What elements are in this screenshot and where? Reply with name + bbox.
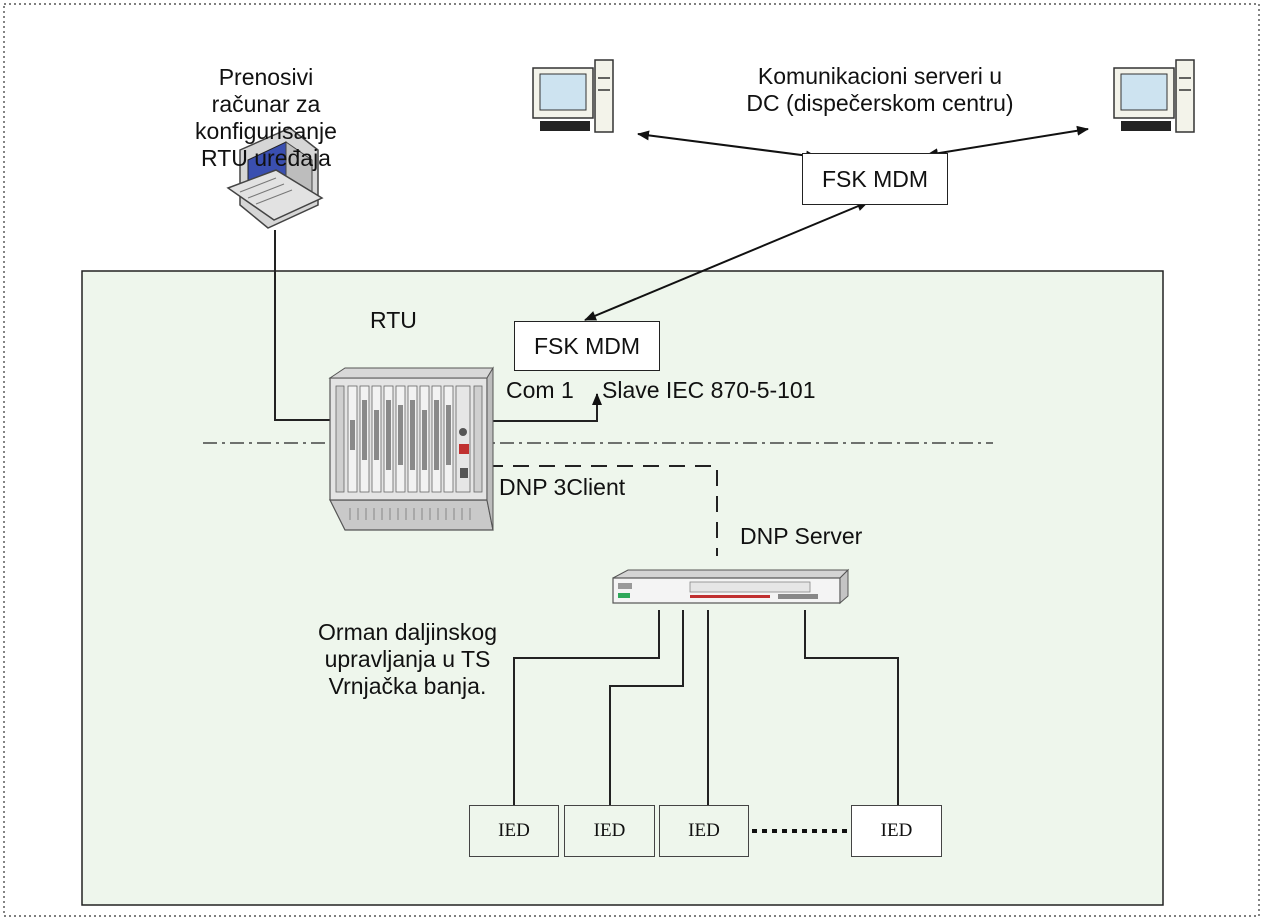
ied-line-1 <box>513 610 660 805</box>
outer-frame <box>3 3 1260 917</box>
servers-label: Komunikacioni serveri u DC (dispečerskom… <box>746 63 1014 116</box>
laptop-computer-icon <box>226 127 324 229</box>
rtu-com1-line <box>487 393 602 422</box>
fsk-mdm-rtu-box: FSK MDM <box>514 321 660 371</box>
ied-box-2: IED <box>564 805 655 857</box>
slave-protocol-label: Slave IEC 870-5-101 <box>602 377 816 403</box>
fsk-mdm-top-box: FSK MDM <box>802 153 948 205</box>
dnp-server-icon <box>612 568 850 605</box>
laptop-label: Prenosivi računar za konfigurisanje RTU … <box>195 64 337 171</box>
server-left-computer-icon <box>532 59 614 133</box>
ied-line-4 <box>804 610 899 805</box>
com1-label: Com 1 <box>506 377 574 403</box>
rtu-rack-icon <box>328 366 494 531</box>
dnp-dashed-link <box>487 465 718 556</box>
laptop-rtu-line <box>274 230 330 421</box>
server-left-arrow <box>637 130 818 161</box>
ied-box-4: IED <box>851 805 942 857</box>
ied-box-1: IED <box>469 805 559 857</box>
server-right-arrow <box>926 125 1089 159</box>
fsk-link-arrow <box>584 201 869 321</box>
dnp-client-label: DNP 3Client <box>499 474 626 500</box>
ied-line-2 <box>609 610 684 805</box>
cabinet-label: Orman daljinskog upravljanja u TS Vrnjač… <box>318 619 497 699</box>
ied-box-3: IED <box>659 805 749 857</box>
dnp-server-label: DNP Server <box>740 523 863 549</box>
server-right-computer-icon <box>1113 59 1195 133</box>
rtu-label: RTU <box>370 307 417 333</box>
